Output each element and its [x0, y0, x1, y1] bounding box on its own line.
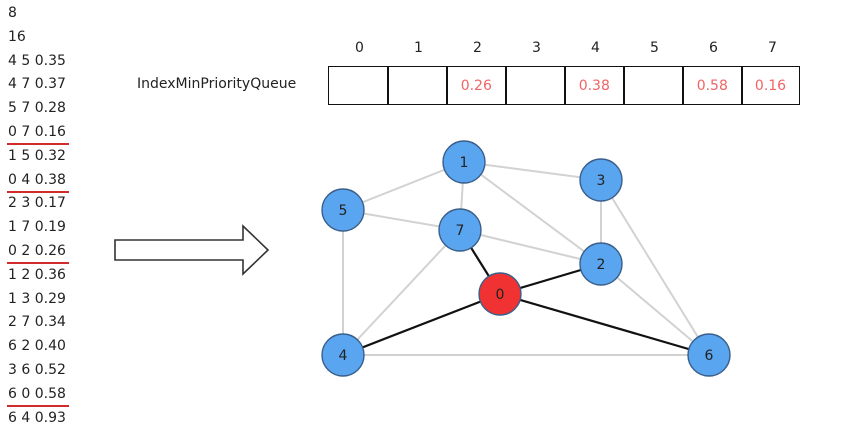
edge-input-line: 2 7 0.34 — [8, 314, 66, 331]
graph-node-circle — [579, 158, 623, 202]
graph-nodes: 0 1 2 3 4 5 6 7 — [321, 140, 731, 377]
edge-input-line: 0 2 0.26 — [7, 243, 69, 264]
priority-queue-label: IndexMinPriorityQueue — [137, 76, 297, 92]
queue-cell — [623, 66, 684, 105]
graph-node-label: 7 — [456, 223, 465, 239]
graph-edge — [459, 229, 602, 265]
graph-node-label: 2 — [597, 257, 606, 273]
queue-index: 6 — [709, 40, 718, 56]
graph-edge — [600, 263, 710, 356]
edge-input-line: 6 0 0.58 — [7, 385, 69, 407]
graph-edge — [463, 161, 602, 265]
graph-edge — [600, 179, 710, 356]
queue-cell: 0.16 — [741, 66, 800, 105]
queue-index: 1 — [414, 40, 423, 56]
graph-node: 6 — [687, 333, 731, 377]
graph-node: 0 — [478, 272, 522, 316]
right-arrow-icon — [114, 224, 270, 276]
queue-index: 0 — [355, 40, 364, 56]
edge-input-line: 4 5 0.35 — [8, 52, 66, 69]
edge-input-line: 1 5 0.32 — [8, 147, 66, 164]
graph-node: 3 — [579, 158, 623, 202]
graph-node-circle — [438, 208, 482, 252]
queue-index: 3 — [532, 40, 541, 56]
queue-cell — [505, 66, 566, 105]
graph-node: 4 — [321, 333, 365, 377]
edge-input-line: 0 4 0.38 — [7, 171, 69, 193]
graph-edge — [463, 161, 602, 181]
queue-index: 4 — [591, 40, 600, 56]
edge-input-line: 6 4 0.93 — [8, 409, 66, 426]
graph-node: 1 — [442, 140, 486, 184]
graph-node: 5 — [321, 188, 365, 232]
edge-input-line: 6 2 0.40 — [8, 338, 66, 355]
edge-input-line: 1 3 0.29 — [8, 290, 66, 307]
edge-input-line: 3 6 0.52 — [8, 362, 66, 378]
graph-node-label: 1 — [460, 155, 469, 171]
graph-node-label: 3 — [597, 173, 606, 189]
edge-input-line: 8 — [8, 5, 17, 21]
graph-node-circle — [321, 333, 365, 377]
queue-cell: 0.38 — [564, 66, 625, 105]
graph-node-circle — [579, 242, 623, 286]
queue-index: 2 — [473, 40, 482, 56]
graph-edge — [342, 229, 461, 356]
graph-node-circle — [442, 140, 486, 184]
edge-input-line: 4 7 0.37 — [8, 76, 66, 93]
queue-cell — [387, 66, 448, 105]
graph-edge — [342, 292, 501, 357]
queue-cell — [328, 66, 389, 105]
edge-input-line: 16 — [8, 28, 26, 45]
graph-node: 2 — [579, 242, 623, 286]
queue-index: 5 — [650, 40, 659, 56]
graph-node-circle — [687, 333, 731, 377]
graph-node-label: 5 — [339, 203, 348, 219]
queue-cell: 0.58 — [682, 66, 743, 105]
graph-node-label: 0 — [496, 287, 505, 303]
graph-node-label: 4 — [339, 348, 348, 364]
graph-edges — [342, 161, 710, 357]
edge-input-line: 1 2 0.36 — [8, 266, 66, 283]
graph-edge — [499, 292, 710, 357]
edge-input-line: 1 7 0.19 — [8, 219, 66, 236]
queue-index: 7 — [768, 40, 777, 56]
edge-input-line: 0 7 0.16 — [7, 124, 69, 145]
edge-input-line: 5 7 0.28 — [8, 100, 66, 117]
graph-node-circle — [478, 272, 522, 316]
graph-node: 7 — [438, 208, 482, 252]
edge-input-line: 2 3 0.17 — [8, 195, 66, 212]
graph-node-label: 6 — [705, 348, 714, 364]
queue-cell: 0.26 — [446, 66, 507, 105]
graph-node-circle — [321, 188, 365, 232]
